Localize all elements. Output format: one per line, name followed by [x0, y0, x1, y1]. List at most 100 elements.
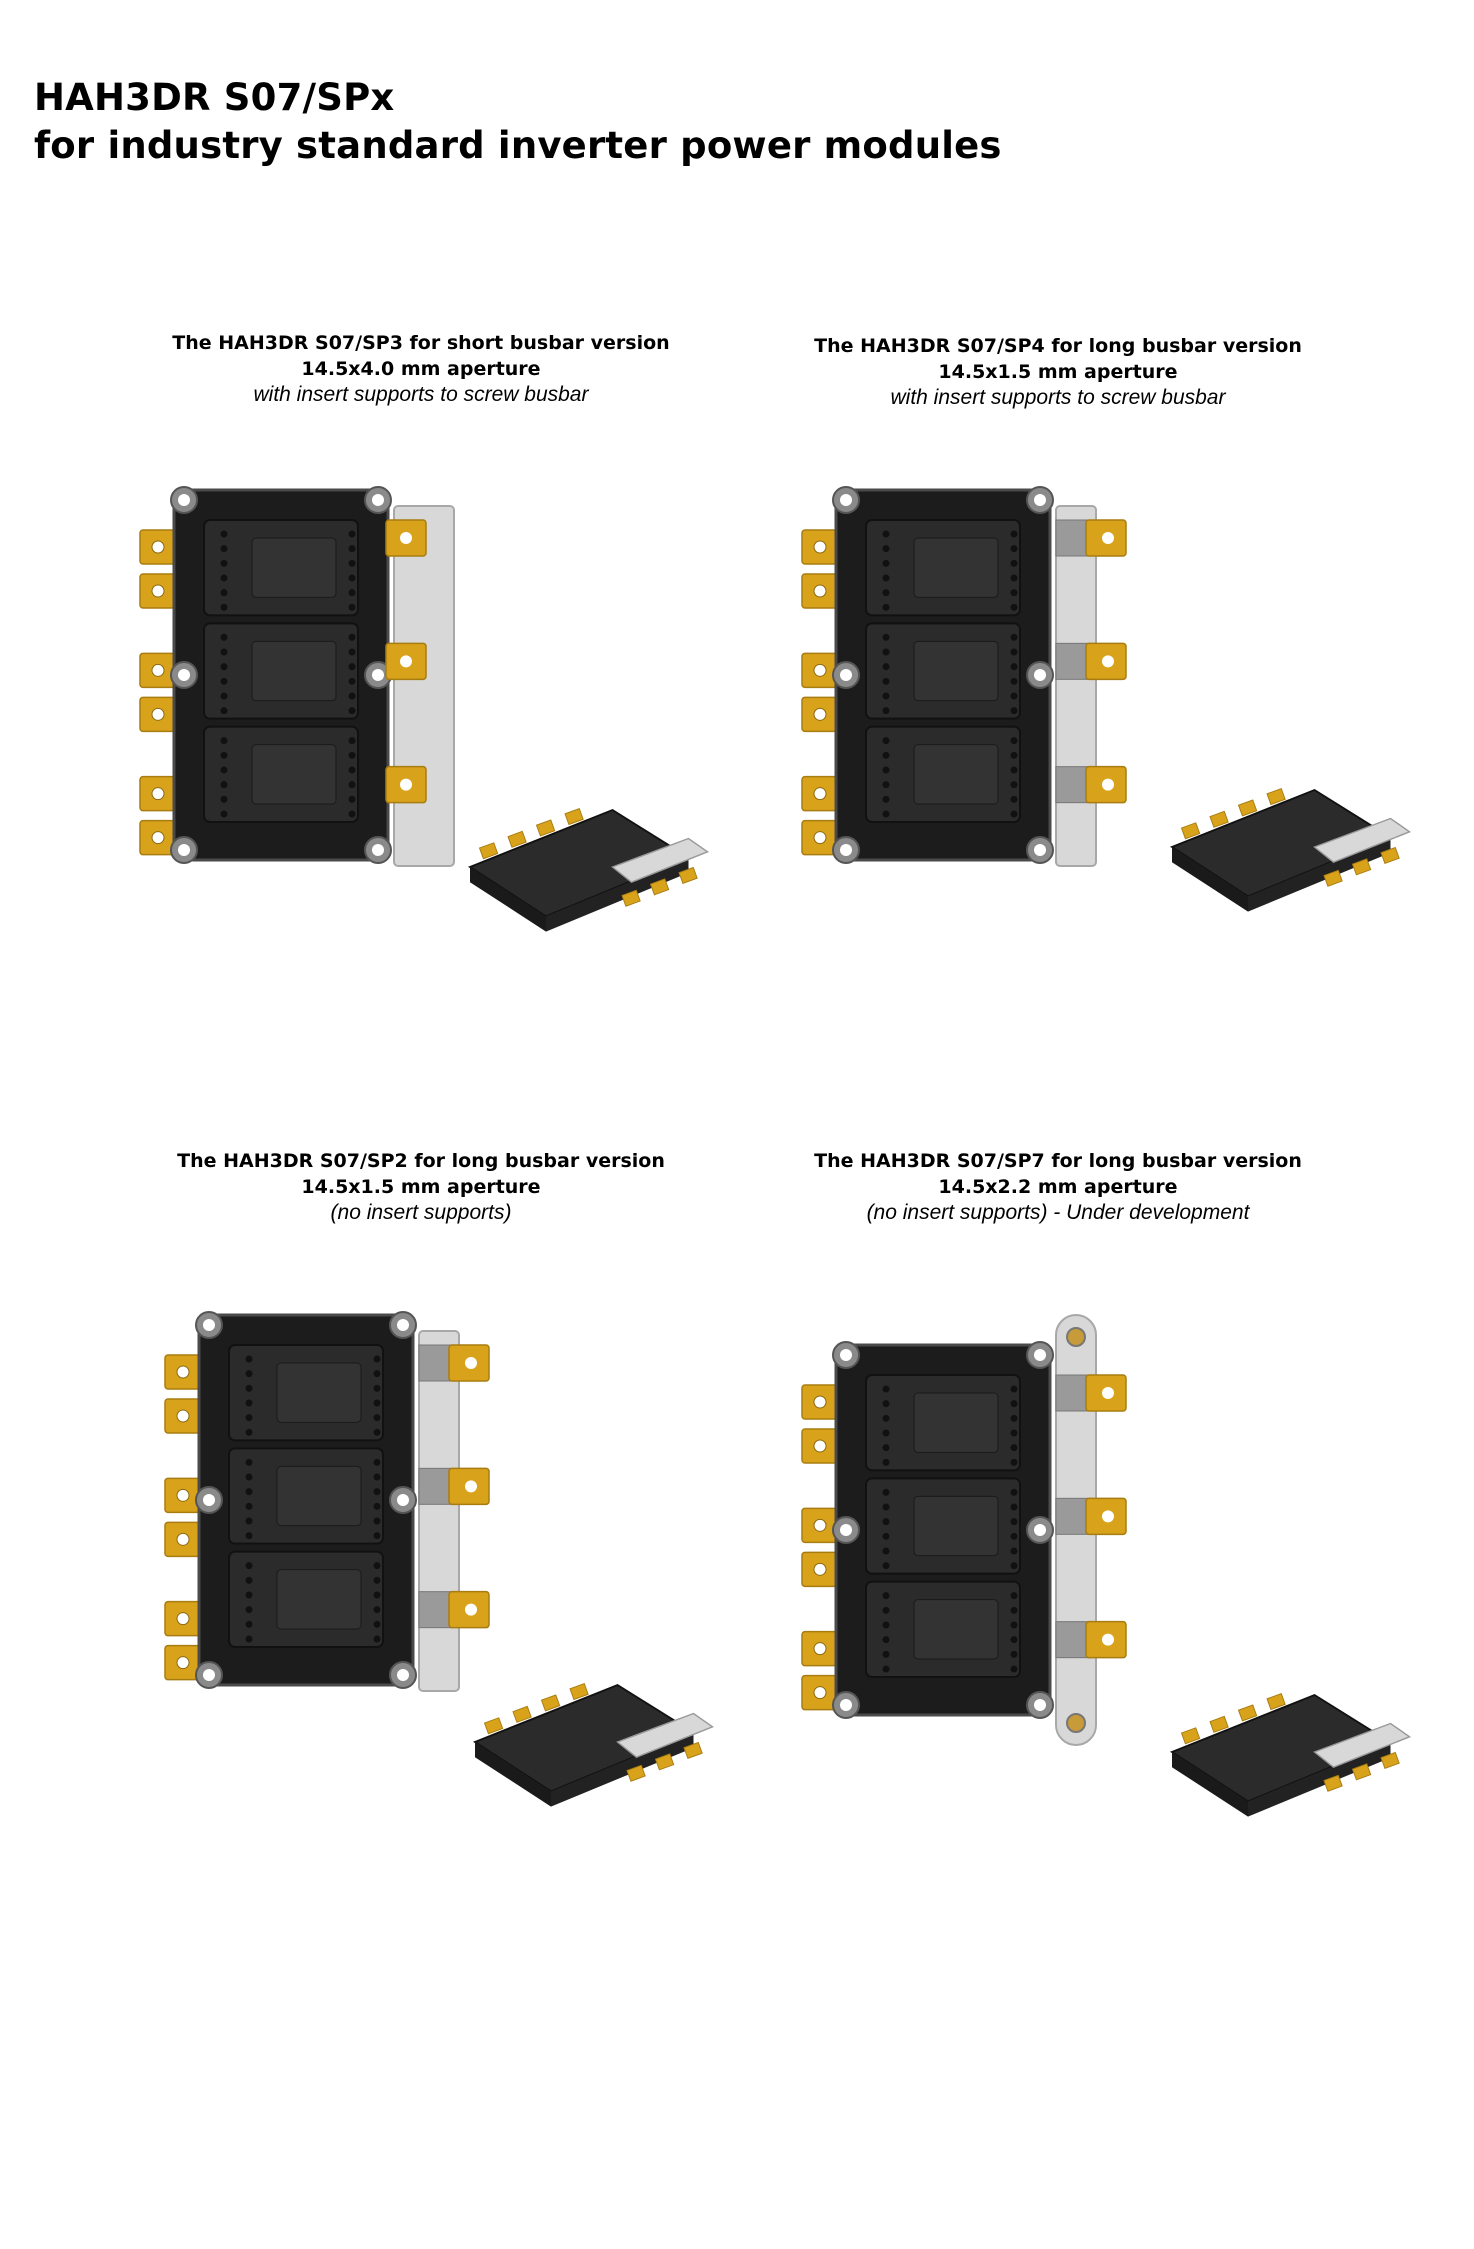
mounting-hole: [1034, 1699, 1046, 1711]
iso-sensor: [616, 1712, 714, 1759]
power-module-iso-view: [1169, 1692, 1411, 1817]
pin: [245, 1414, 253, 1422]
terminal-hole: [813, 787, 827, 801]
terminal-hole: [813, 1439, 827, 1453]
pin: [882, 1444, 890, 1452]
terminal-hole: [151, 787, 165, 801]
product-image-sp2: [155, 1305, 715, 1855]
busbar-sleeve: [1055, 1621, 1091, 1659]
cell-inner-panel: [251, 640, 337, 702]
iso-side: [551, 1732, 694, 1807]
pin: [245, 1517, 253, 1525]
pin: [1010, 1606, 1018, 1614]
pin: [1010, 795, 1018, 803]
variant-caption-sp7: The HAH3DR S07/SP7 for long busbar versi…: [748, 1148, 1368, 1226]
pin: [882, 1414, 890, 1422]
pin: [882, 1518, 890, 1526]
pin: [220, 795, 228, 803]
pin: [348, 766, 356, 774]
pin: [882, 545, 890, 553]
module-render-sp4: [801, 486, 1411, 912]
pin: [373, 1591, 381, 1599]
mounting-hole: [203, 1669, 215, 1681]
module-render-sp2: [164, 1311, 714, 1807]
busbar-sleeve: [1055, 642, 1091, 680]
pin: [245, 1635, 253, 1643]
mounting-hole: [397, 1319, 409, 1331]
pin: [220, 663, 228, 671]
pin: [220, 530, 228, 538]
mounting-hole: [840, 1349, 852, 1361]
pin: [882, 574, 890, 582]
cell-inner-panel: [276, 1569, 362, 1630]
iso-side: [1248, 1742, 1391, 1817]
busbar-sleeve: [418, 1467, 454, 1505]
terminal-hole: [813, 540, 827, 554]
terminal-hole: [813, 707, 827, 721]
iso-terminal: [1237, 799, 1258, 817]
pin: [373, 1414, 381, 1422]
pin: [1010, 1400, 1018, 1408]
variant-name: The HAH3DR S07/SP2 for long busbar versi…: [177, 1150, 665, 1172]
iso-terminal: [483, 1717, 504, 1735]
terminal-hole: [176, 1612, 190, 1626]
pin: [245, 1562, 253, 1570]
power-module-iso-view: [467, 807, 709, 932]
pin: [1010, 1444, 1018, 1452]
iso-terminal: [1380, 846, 1400, 865]
cell-inner-panel: [913, 640, 999, 702]
pin: [220, 574, 228, 582]
terminal-hole: [813, 1518, 827, 1532]
product-image-sp3: [130, 480, 710, 980]
busbar-hole: [1102, 655, 1114, 668]
pin: [882, 530, 890, 538]
pin: [245, 1458, 253, 1466]
document-title: HAH3DR S07/SPx for industry standard inv…: [34, 74, 1002, 170]
pin: [373, 1502, 381, 1510]
mounting-hole: [1034, 494, 1046, 506]
iso-terminal: [649, 878, 670, 896]
pin: [1010, 1532, 1018, 1540]
pin: [348, 677, 356, 685]
pin: [1010, 1414, 1018, 1422]
mounting-hole: [178, 494, 190, 506]
pin: [882, 781, 890, 789]
variant-note: with insert supports to screw busbar: [253, 383, 589, 406]
power-module-front-view: [164, 1311, 490, 1692]
pin: [882, 1503, 890, 1511]
busbar-sleeve: [418, 1591, 454, 1629]
pin: [1010, 766, 1018, 774]
terminal-hole: [151, 707, 165, 721]
pin: [220, 781, 228, 789]
pin: [1010, 1385, 1018, 1393]
pin: [373, 1473, 381, 1481]
pin: [882, 737, 890, 745]
pin: [882, 677, 890, 685]
iso-terminal: [564, 807, 584, 826]
pin: [1010, 1429, 1018, 1437]
variant-note: with insert supports to screw busbar: [890, 386, 1226, 409]
terminal-hole: [813, 1686, 827, 1700]
pin: [1010, 751, 1018, 759]
iso-side: [1248, 837, 1391, 912]
pin: [373, 1606, 381, 1614]
iso-sensor: [1313, 1722, 1411, 1769]
pin: [348, 737, 356, 745]
iso-terminal: [512, 1705, 532, 1723]
pin: [882, 795, 890, 803]
pin: [882, 1458, 890, 1466]
pin: [373, 1370, 381, 1378]
pin: [882, 1606, 890, 1614]
iso-terminal: [569, 1682, 589, 1701]
mounting-ear: [1066, 1327, 1086, 1347]
cell-inner-panel: [913, 744, 999, 805]
pin: [882, 559, 890, 567]
iso-terminal: [1380, 1751, 1400, 1770]
pin: [1010, 1665, 1018, 1673]
variant-caption-sp2: The HAH3DR S07/SP2 for long busbar versi…: [111, 1148, 731, 1226]
pin: [882, 648, 890, 656]
iso-terminal: [1237, 1704, 1258, 1722]
terminal-hole: [176, 1409, 190, 1423]
busbar-sleeve: [1055, 1374, 1091, 1412]
pin: [882, 707, 890, 715]
